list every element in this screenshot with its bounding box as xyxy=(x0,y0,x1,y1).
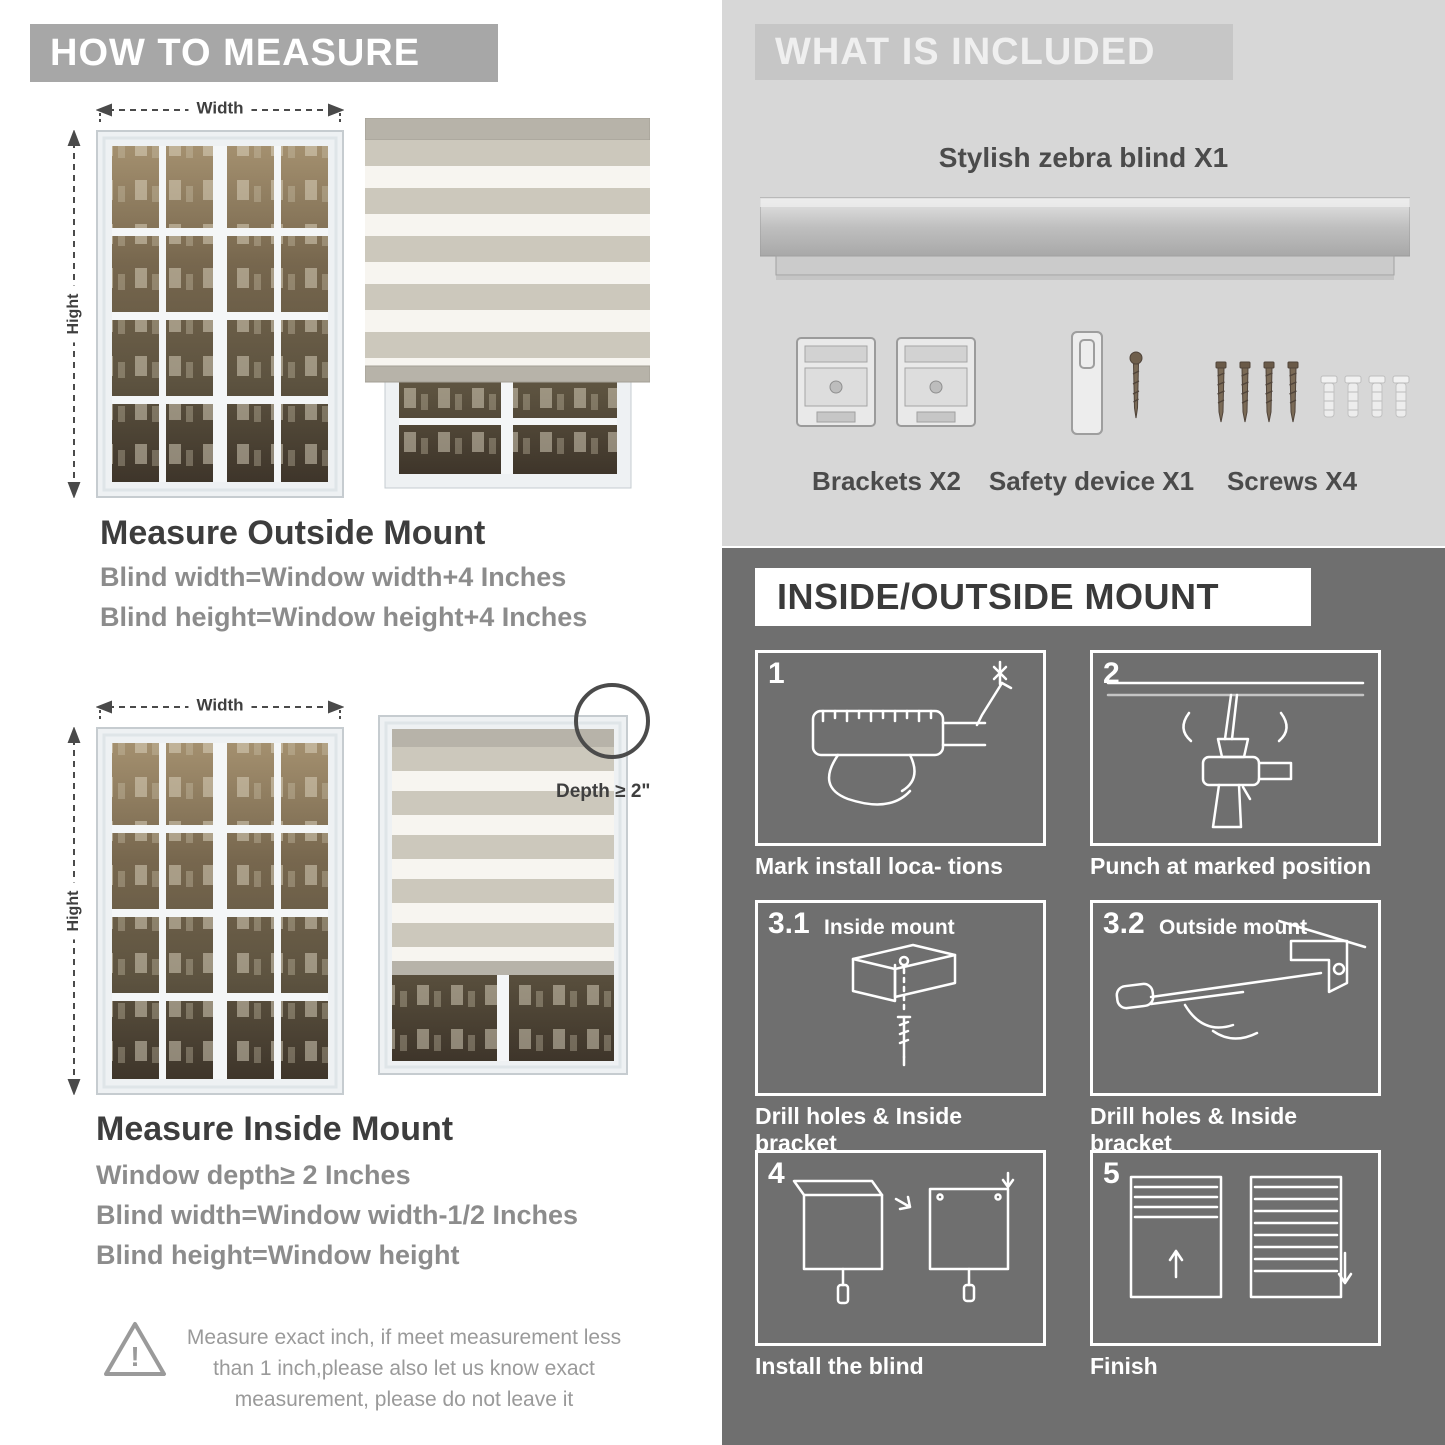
depth-label: Depth ≥ 2" xyxy=(556,781,651,802)
warning-exclamation: ! xyxy=(130,1341,139,1372)
inside-measured-window: Width Hight xyxy=(58,695,348,1099)
inside-mount-blind-figure: Depth ≥ 2" xyxy=(378,683,658,1093)
step-panel-2: 2 xyxy=(1090,650,1381,846)
outside-bracket-illustration xyxy=(1115,919,1367,1040)
step-panel-5: 5 xyxy=(1090,1150,1381,1346)
inside-mount-line-1: Window depth≥ 2 Inches xyxy=(96,1160,411,1190)
inside-mount-line-3: Blind height=Window height xyxy=(96,1240,460,1270)
height-label: Hight xyxy=(65,285,83,343)
mount-header: INSIDE/OUTSIDE MOUNT xyxy=(755,568,1311,626)
outside-mount-line-2: Blind height=Window height+4 Inches xyxy=(100,602,588,632)
step-panel-3-2: 3.2 Outside mount xyxy=(1090,900,1381,1096)
brackets-label: Brackets X2 xyxy=(812,466,961,496)
mount-section: INSIDE/OUTSIDE MOUNT 1 Mark install xyxy=(722,548,1445,1445)
step-caption-4: Install the blind xyxy=(755,1353,924,1379)
depth-callout-circle xyxy=(574,683,650,759)
blind-headrail-illustration xyxy=(760,197,1410,280)
inside-mount-line-2: Blind width=Window width-1/2 Inches xyxy=(96,1200,579,1230)
step-title: Outside mount xyxy=(1159,916,1308,939)
drill-illustration xyxy=(1106,681,1365,829)
warning-text: Measure exact inch, if meet measurement … xyxy=(168,1322,640,1415)
step-number: 3.1 xyxy=(768,907,810,940)
step-number: 1 xyxy=(768,657,785,690)
step-number: 4 xyxy=(768,1157,785,1190)
window-photo-illustration xyxy=(96,727,344,1095)
outside-mount-blind-illustration xyxy=(365,118,650,489)
how-to-measure-header: HOW TO MEASURE xyxy=(30,24,498,82)
height-label: Hight xyxy=(65,882,83,940)
width-arrow: Width xyxy=(95,695,345,719)
safety-device-illustration xyxy=(1071,331,1143,435)
step-caption-3-2: Drill holes & Inside bracket xyxy=(1090,1103,1298,1156)
outside-mount-title: Measure Outside Mount xyxy=(100,514,486,552)
what-is-included-header: WHAT IS INCLUDED xyxy=(755,24,1233,80)
warning-line-2: than 1 inch,please also let us know exac… xyxy=(213,1357,595,1380)
step-panel-4: 4 xyxy=(755,1150,1046,1346)
brackets-illustration xyxy=(796,337,976,427)
step-number: 3.2 xyxy=(1103,907,1145,940)
product-label: Stylish zebra blind X1 xyxy=(938,142,1229,173)
step-number: 2 xyxy=(1103,657,1120,690)
what-is-included-section: WHAT IS INCLUDED Stylish zebra blind X1 xyxy=(722,0,1445,546)
step-caption-5: Finish xyxy=(1090,1353,1158,1379)
inside-mount-blind-illustration xyxy=(378,715,628,1075)
width-label: Width xyxy=(188,695,252,716)
safety-device-label: Safety device X1 xyxy=(988,466,1195,496)
inside-bracket-illustration xyxy=(851,943,957,1067)
height-arrow: Hight xyxy=(62,726,86,1096)
inside-mount-title: Measure Inside Mount xyxy=(96,1110,454,1148)
step-title: Inside mount xyxy=(824,916,955,939)
step-caption-1: Mark install loca- tions xyxy=(755,853,1003,879)
screws-label: Screws X4 xyxy=(1226,466,1358,496)
height-arrow-line xyxy=(67,129,81,499)
height-arrow-line xyxy=(67,726,81,1096)
width-label: Width xyxy=(188,98,252,119)
warning-icon: ! xyxy=(104,1322,166,1376)
mark-location-illustration xyxy=(811,660,1013,806)
finish-illustration xyxy=(1129,1175,1353,1299)
outside-measured-window: Width Hight xyxy=(58,98,348,502)
step-panel-3-1: 3.1 Inside mount xyxy=(755,900,1046,1096)
warning-line-1: Measure exact inch, if meet measurement … xyxy=(186,1326,622,1349)
window-photo-illustration xyxy=(96,130,344,498)
step-caption-2: Punch at marked position xyxy=(1090,853,1372,879)
warning-line-3: measurement, please do not leave it xyxy=(234,1388,574,1411)
outside-mount-line-1: Blind width=Window width+4 Inches xyxy=(100,562,567,592)
step-panel-1: 1 xyxy=(755,650,1046,846)
height-arrow: Hight xyxy=(62,129,86,499)
install-blind-illustration xyxy=(792,1171,1015,1305)
step-number: 5 xyxy=(1103,1157,1120,1190)
step-caption-3-1: Drill holes & Inside bracket xyxy=(755,1103,963,1156)
width-arrow: Width xyxy=(95,98,345,122)
screws-illustration xyxy=(1215,361,1410,423)
